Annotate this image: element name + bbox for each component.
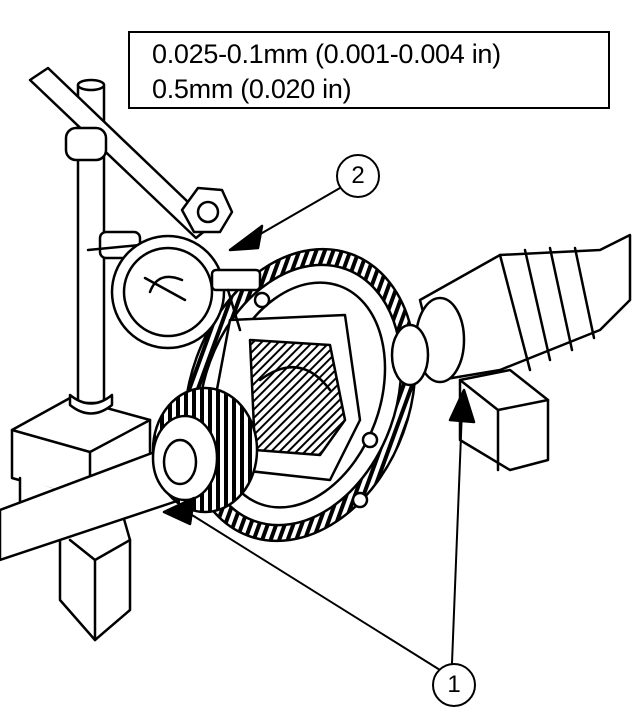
- support-block-right: [458, 368, 550, 472]
- callout-1-leader-right: [451, 409, 463, 664]
- callout-1-leader-left: [183, 509, 441, 671]
- dial-indicator: [110, 234, 262, 350]
- backlash-spec-box: 0.025-0.1mm (0.001-0.004 in) 0.5mm (0.02…: [128, 31, 610, 109]
- right-axle-boot: [390, 233, 632, 387]
- spec-line-backlash: 0.025-0.1mm (0.001-0.004 in): [152, 39, 501, 69]
- callout-2-arrowhead: [228, 224, 264, 252]
- support-block-left: [58, 503, 132, 642]
- callout-2-leader: [249, 187, 341, 241]
- callout-1: 1: [432, 663, 476, 707]
- callout-1-arrowhead-right: [448, 388, 476, 424]
- dial-knob: [180, 186, 234, 234]
- callout-2: 2: [336, 154, 380, 198]
- spec-line-max-variation: 0.5mm (0.020 in): [152, 74, 352, 104]
- callout-1-arrowhead-left: [162, 496, 196, 526]
- side-bearing-left: [151, 386, 259, 514]
